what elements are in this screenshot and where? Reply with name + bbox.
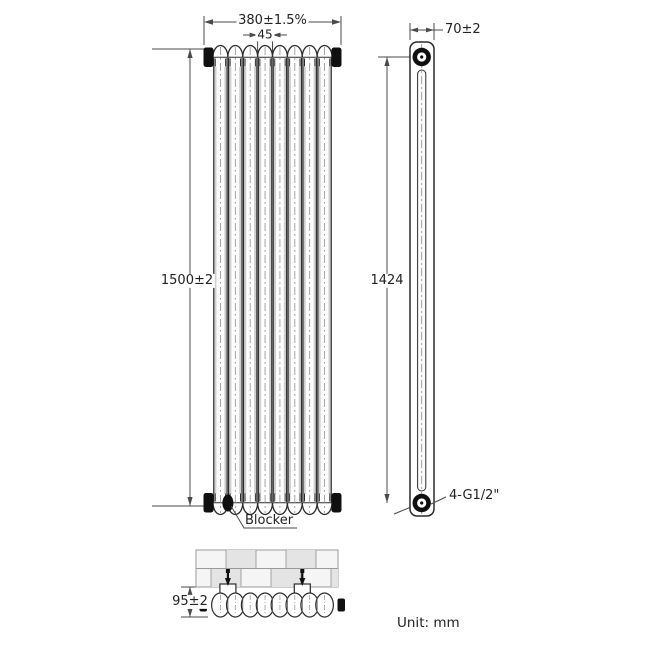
side-view [409, 41, 435, 517]
plan-view [195, 549, 345, 618]
leader-lines [230, 496, 447, 529]
dimension-arrowheads [187, 19, 434, 617]
plan-columns [211, 592, 334, 618]
bottom-bushing [412, 493, 431, 513]
blocker-plug [222, 494, 234, 512]
side-plugs [203, 47, 342, 513]
pitch-dimension-label: 45 [255, 27, 275, 42]
front-columns [212, 44, 333, 516]
depth-dimension-label: 70±2 [445, 21, 481, 37]
blocker-label: Blocker [245, 513, 294, 528]
connection-size-label: 4-G1/2" [449, 487, 500, 503]
port-distance-dimension-label: 1424 [368, 272, 406, 289]
height-dimension-label: 1500±2 [158, 272, 216, 289]
front-view [203, 44, 342, 516]
width-dimension-label: 380±1.5% [236, 12, 309, 29]
top-bushing [412, 47, 431, 67]
dimension-lines [152, 16, 443, 618]
wall-distance-dimension-label: 95±2 [170, 593, 210, 610]
wall-section [195, 549, 339, 588]
unit-label: Unit: mm [397, 615, 460, 631]
